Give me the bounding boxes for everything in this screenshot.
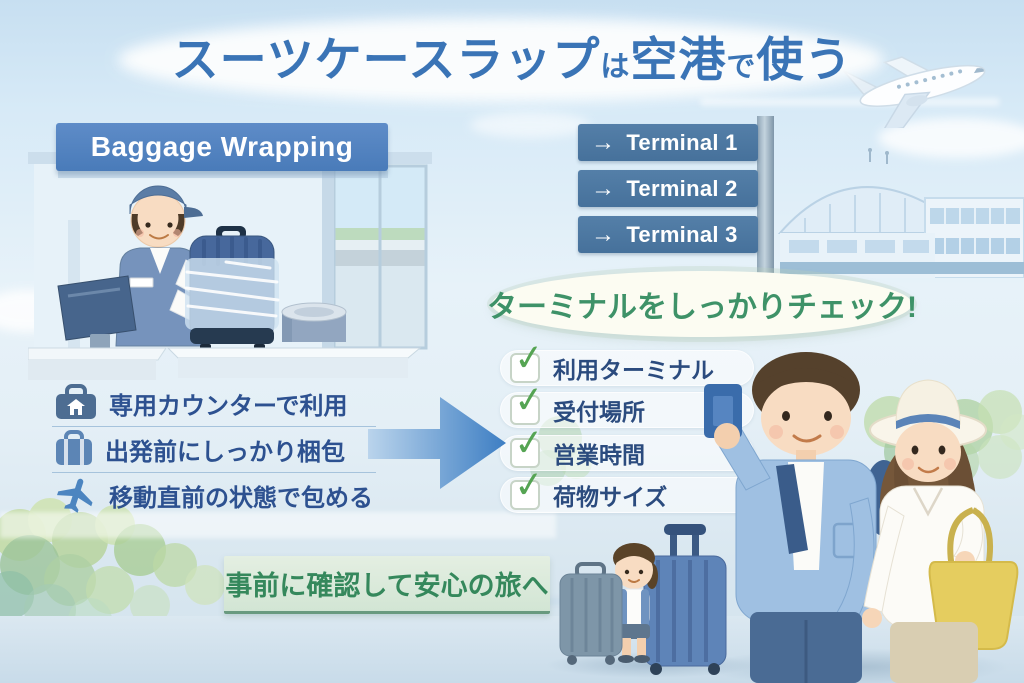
checklist-item: ✓ 営業時間 [500,421,754,471]
terminal-sign-label: Terminal 3 [626,221,738,247]
terminal-check-note: ターミナルをしっかりチェック! [487,271,917,337]
checkbox-icon: ✓ [510,336,546,383]
title-part: 使う [756,33,853,86]
footer-note: 事前に確認して安心の旅へ [224,556,550,614]
checklist-label: 営業時間 [553,442,645,468]
terminal-sign-label: Terminal 2 [626,175,738,201]
pavement-band [0,512,556,538]
wrap-counter-suitcase-icon [56,384,96,419]
airplane-icon [57,478,93,513]
right-arrow-icon: → [591,128,616,156]
terminal-sign: → Terminal 2 [578,170,758,207]
checklist-label: 荷物サイズ [553,484,668,510]
checklist-label: 受付場所 [553,399,645,425]
wrap-film-roll [281,302,347,342]
terminal-sign: → Terminal 3 [578,216,758,253]
usage-point: 専用カウンターで利用 [54,382,384,424]
checklist-item: ✓ 受付場所 [500,378,754,428]
page-title: スーツケースラップは空港で使う [0,30,1024,102]
checkmark-icon: ✓ [511,377,547,422]
sky-streak [700,98,1000,106]
airport-building-illustration [777,148,1024,278]
flow-arrow [368,397,506,489]
usage-point-label: 移動直前の状態で包める [109,484,373,512]
usage-point: 出発前にしっかり梱包 [54,428,384,470]
usage-point: 移動直前の状態で包める [54,474,384,516]
title-part: 空港 [630,33,727,86]
baggage-wrapping-booth-illustration [28,152,432,380]
right-arrow-icon: → [591,174,616,202]
child-with-suitcases-illustration [559,524,727,675]
checkbox-icon: ✓ [510,463,546,510]
title-band [118,18,884,102]
checkbox-icon: ✓ [510,378,546,425]
right-arrow-icon: → [591,220,616,248]
grey-suitcase [559,562,623,665]
wrapped-suitcase [184,226,280,352]
cloud [470,112,590,138]
checkbox-icon: ✓ [510,421,546,468]
title-part: で [726,51,757,83]
checklist-item: ✓ 利用ターミナル [500,336,754,386]
airplane-illustration [842,56,986,128]
checkmark-icon: ✓ [511,420,547,465]
terminal-sign-label: Terminal 1 [626,129,738,155]
booth-sign: Baggage Wrapping [56,123,388,171]
checklist-label: 利用ターミナル [553,357,714,383]
blue-suitcase [643,524,727,675]
title-part: は [600,51,631,83]
child [613,543,658,663]
usage-point-label: 専用カウンターで利用 [109,392,348,420]
terminal-sign: → Terminal 1 [578,124,758,161]
woman-traveler [862,379,1019,683]
title-part: スーツケースラップ [171,33,601,86]
checkmark-icon: ✓ [511,335,547,380]
divider [52,472,376,473]
divider [52,426,376,427]
packed-suitcase-icon [56,430,92,465]
couple-illustration [704,352,1019,683]
counter [28,275,422,380]
usage-point-label: 出発前にしっかり梱包 [105,438,345,466]
man-traveler [704,352,904,683]
checkmark-icon: ✓ [511,462,547,507]
